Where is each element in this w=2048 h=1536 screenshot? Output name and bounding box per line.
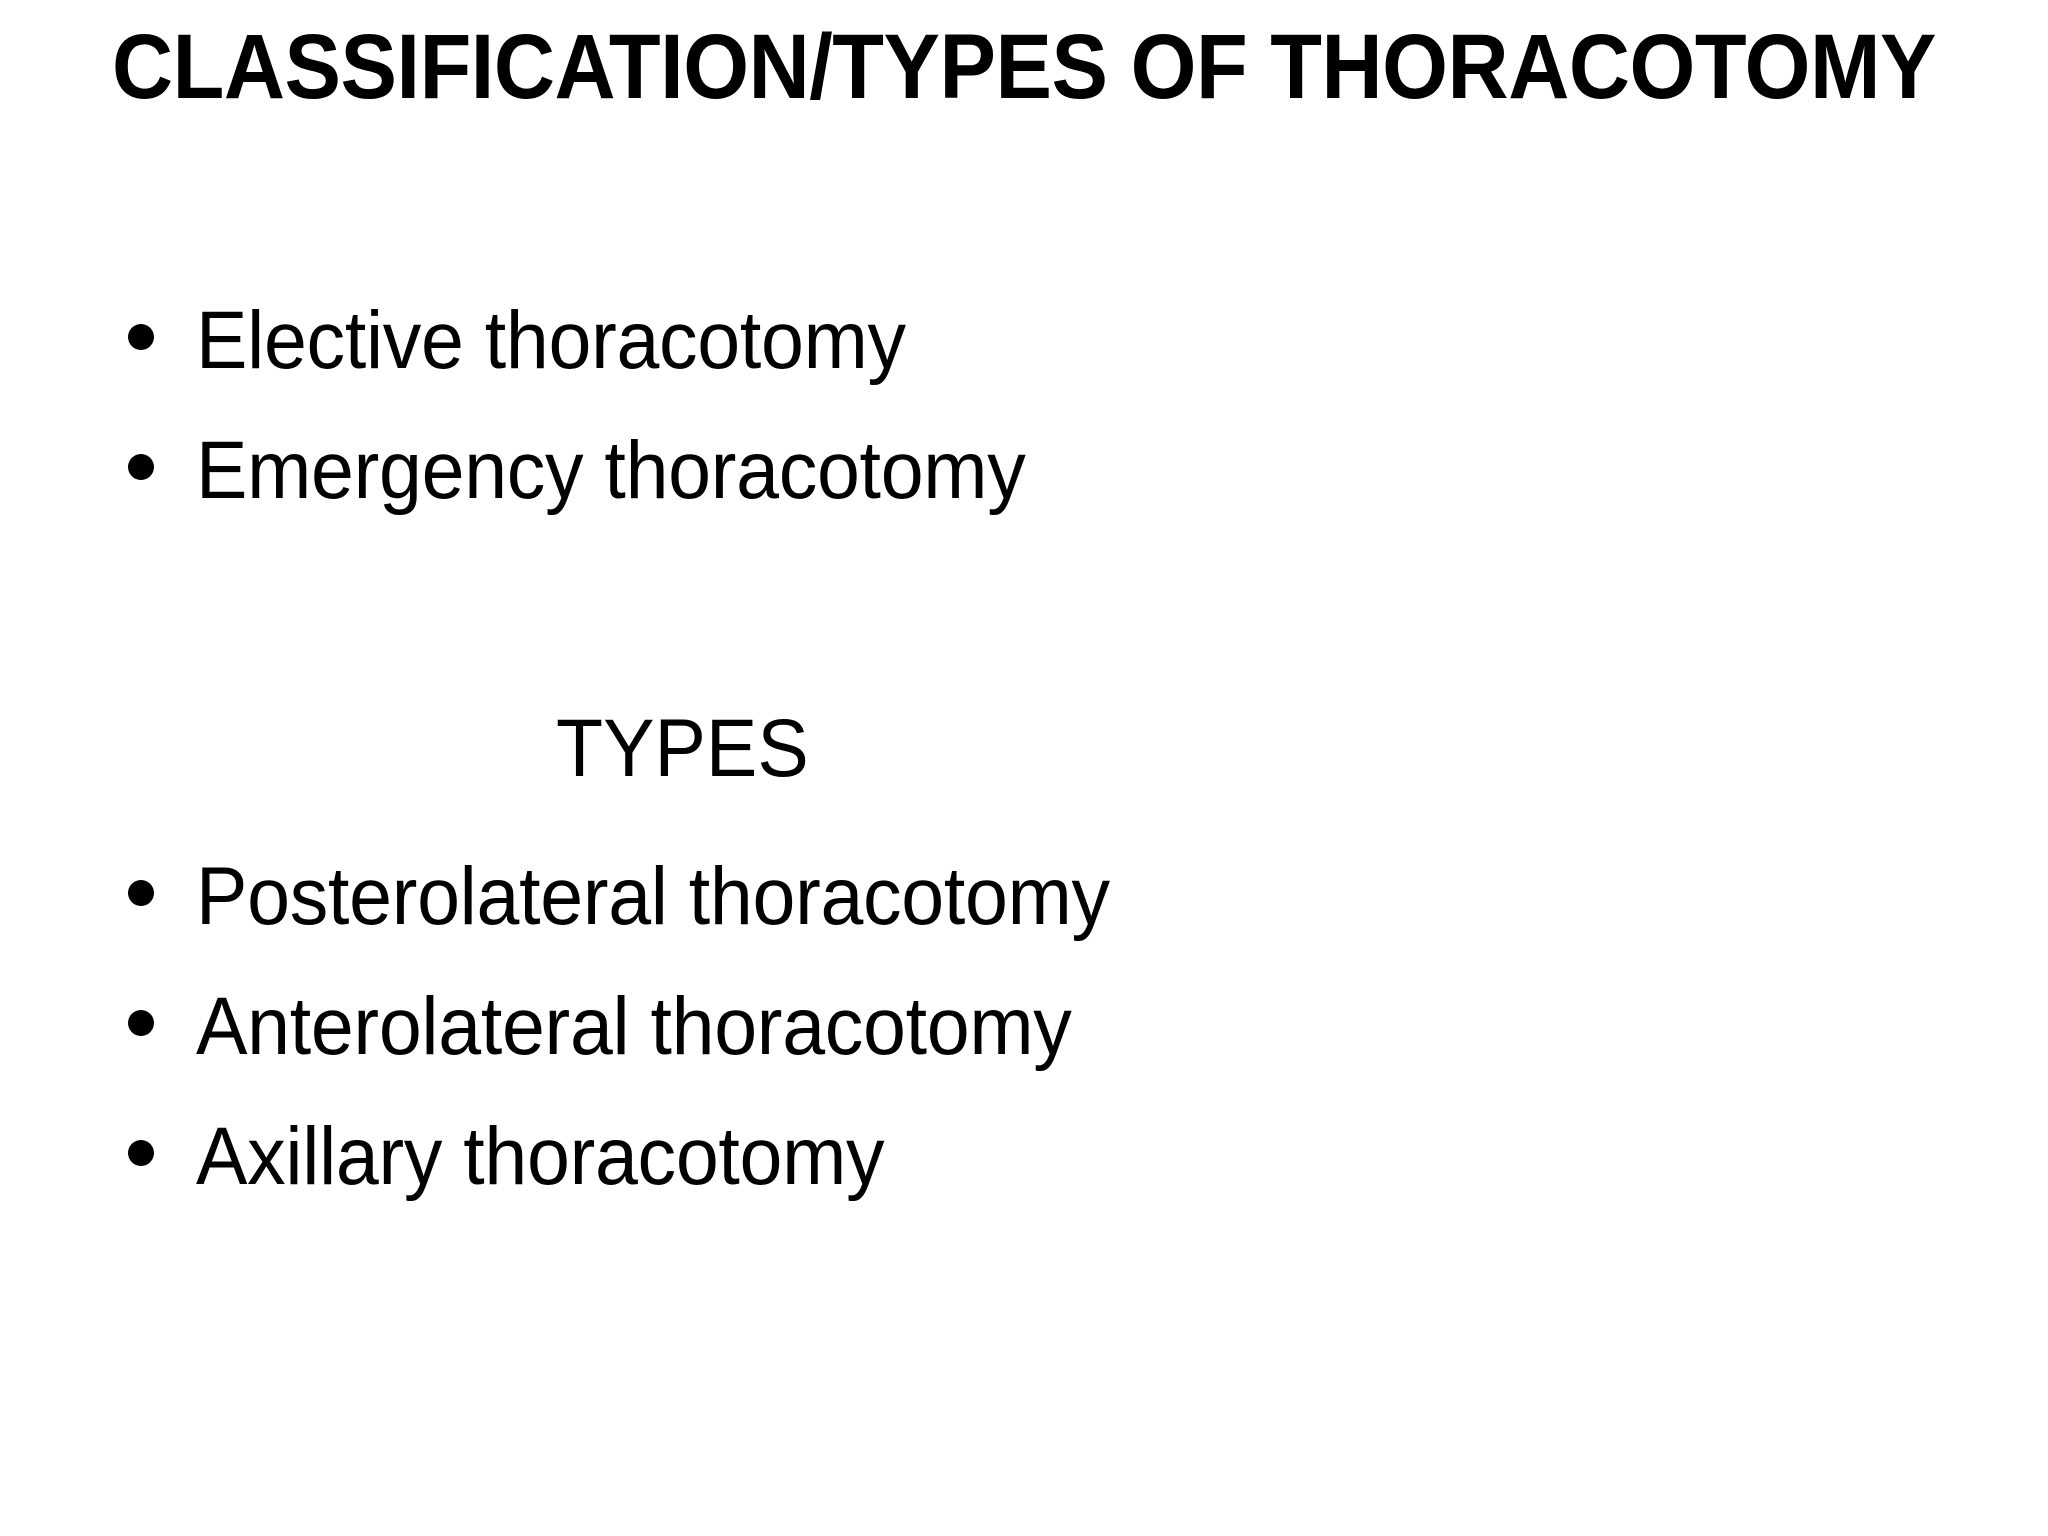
section-heading-types: TYPES xyxy=(0,708,2048,856)
list-item-label: Axillary thoracotomy xyxy=(196,1111,885,1202)
bullet-dot-icon xyxy=(128,1010,154,1036)
list-item[interactable]: Anterolateral thoracotomy xyxy=(0,986,2048,1116)
list-item[interactable]: Emergency thoracotomy xyxy=(0,430,2048,560)
section-heading-label: TYPES xyxy=(556,703,809,794)
list-item-label: Anterolateral thoracotomy xyxy=(196,981,1072,1072)
bullet-dot-icon xyxy=(128,324,154,350)
list-item-label: Emergency thoracotomy xyxy=(196,425,1026,516)
blank-line-spacer xyxy=(0,560,2048,708)
list-item[interactable]: Axillary thoracotomy xyxy=(0,1116,2048,1246)
list-item-label: Posterolateral thoracotomy xyxy=(196,851,1110,942)
list-item[interactable]: Posterolateral thoracotomy xyxy=(0,856,2048,986)
slide-title: CLASSIFICATION/TYPES OF THORACOTOMY xyxy=(111,16,1937,118)
list-item[interactable]: Elective thoracotomy xyxy=(0,300,2048,430)
bullet-dot-icon xyxy=(128,454,154,480)
list-item-label: Elective thoracotomy xyxy=(196,295,906,386)
bullet-dot-icon xyxy=(128,1140,154,1166)
bullet-dot-icon xyxy=(128,880,154,906)
slide-body: Elective thoracotomy Emergency thoracoto… xyxy=(0,300,2048,1246)
